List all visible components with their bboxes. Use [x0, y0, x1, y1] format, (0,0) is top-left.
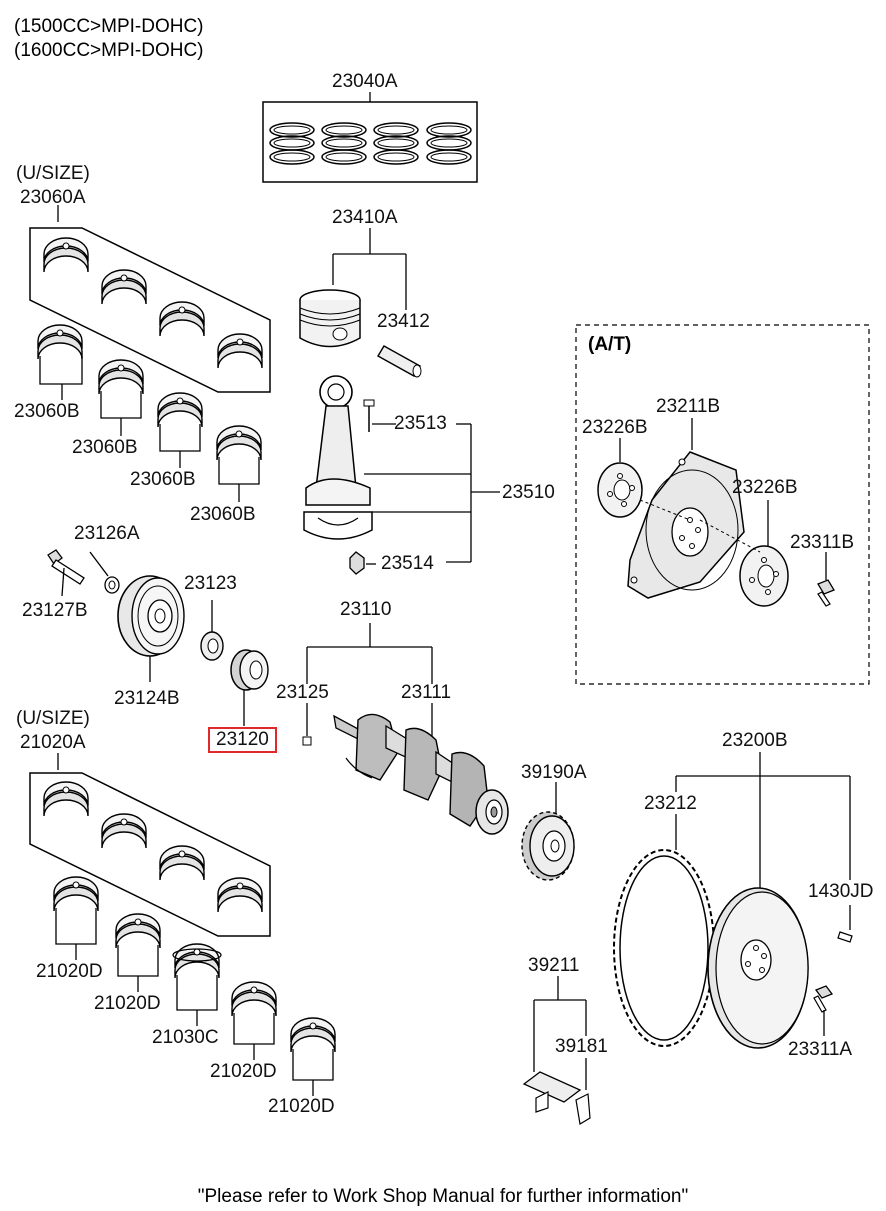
part-label-21020d-3[interactable]: 21020D — [210, 1061, 277, 1082]
main-bearing-set-upper[interactable] — [29, 205, 271, 393]
drive-plate-bolt[interactable] — [817, 552, 835, 607]
main-bearing-set-lower[interactable] — [29, 753, 271, 937]
connecting-rod[interactable] — [303, 375, 500, 575]
at-section-label: (A/T) — [588, 334, 632, 355]
part-label-1430jd[interactable]: 1430JD — [808, 881, 874, 902]
flywheel-assembly[interactable] — [675, 752, 851, 900]
part-label-23124b[interactable]: 23124B — [114, 688, 180, 709]
part-label-23226b-2[interactable]: 23226B — [732, 477, 798, 498]
part-label-23060b-1[interactable]: 23060B — [14, 401, 80, 422]
part-label-23513[interactable]: 23513 — [394, 413, 447, 434]
part-label-23410a[interactable]: 23410A — [332, 207, 398, 228]
part-label-21020d-2[interactable]: 21020D — [94, 993, 161, 1014]
adapter-plate-rear[interactable] — [699, 500, 789, 607]
part-label-21020d-1[interactable]: 21020D — [36, 961, 103, 982]
footer-note: "Please refer to Work Shop Manual for fu… — [197, 1186, 689, 1207]
pulley-bolt[interactable] — [47, 549, 85, 597]
usize-note-lower: (U/SIZE) — [16, 708, 90, 729]
part-label-23212[interactable]: 23212 — [644, 793, 697, 814]
part-label-23060b-2[interactable]: 23060B — [72, 437, 138, 458]
part-label-21020d-4[interactable]: 21020D — [268, 1096, 335, 1117]
adapter-plate-front[interactable] — [597, 438, 691, 521]
part-label-23120-highlighted[interactable]: 23120 — [208, 727, 277, 753]
part-label-23040a[interactable]: 23040A — [332, 71, 398, 92]
bearing-shell-23060b[interactable] — [37, 324, 262, 502]
drive-plate[interactable] — [627, 418, 745, 599]
part-label-21020a[interactable]: 21020A — [20, 732, 86, 753]
part-label-23060b-3[interactable]: 23060B — [130, 469, 196, 490]
crankshaft-pulley[interactable] — [117, 575, 185, 682]
part-label-23060a[interactable]: 23060A — [20, 187, 86, 208]
ring-gear[interactable] — [613, 814, 715, 1047]
part-label-23123[interactable]: 23123 — [184, 573, 237, 594]
crankshaft-sprocket[interactable] — [230, 649, 269, 726]
pulley-washer[interactable] — [89, 551, 120, 594]
part-label-23200b[interactable]: 23200B — [722, 730, 788, 751]
at-section-box — [575, 324, 870, 685]
bearing-shell-21020d[interactable] — [53, 876, 336, 1096]
usize-note-upper: (U/SIZE) — [16, 163, 90, 184]
part-label-39181[interactable]: 39181 — [555, 1036, 608, 1057]
part-label-23226b-1[interactable]: 23226B — [582, 417, 648, 438]
piston-ring-set[interactable] — [262, 92, 478, 183]
piston-pin[interactable] — [377, 345, 422, 378]
engine-spec-line-1: (1500CC>MPI-DOHC) — [14, 16, 204, 37]
engine-spec-line-2: (1600CC>MPI-DOHC) — [14, 40, 204, 61]
part-label-23412[interactable]: 23412 — [377, 311, 430, 332]
part-label-23127b[interactable]: 23127B — [22, 600, 88, 621]
part-label-39190a[interactable]: 39190A — [521, 762, 587, 783]
part-label-23311a[interactable]: 23311A — [788, 1039, 853, 1060]
flywheel[interactable] — [707, 887, 809, 1049]
part-label-39211[interactable]: 39211 — [528, 955, 580, 976]
thrust-bearing-shell[interactable] — [172, 943, 222, 1026]
part-label-23311b[interactable]: 23311B — [790, 532, 855, 553]
part-label-23060b-4[interactable]: 23060B — [190, 504, 256, 525]
part-label-23211b[interactable]: 23211B — [656, 396, 721, 417]
crank-washer[interactable] — [200, 600, 224, 661]
part-label-23126a[interactable]: 23126A — [74, 523, 140, 544]
sensor-bracket[interactable] — [522, 976, 591, 1125]
part-label-23125[interactable]: 23125 — [276, 682, 329, 703]
part-label-23510[interactable]: 23510 — [502, 482, 555, 503]
crankshaft-position-wheel[interactable] — [521, 782, 575, 881]
piston[interactable] — [299, 228, 407, 348]
crankshaft-assembly[interactable] — [302, 623, 509, 835]
part-label-21030c[interactable]: 21030C — [152, 1027, 219, 1048]
dowel-pin-1430jd[interactable] — [837, 905, 853, 943]
flywheel-bolt[interactable] — [813, 985, 834, 1036]
part-label-23110[interactable]: 23110 — [340, 599, 392, 620]
part-label-23111[interactable]: 23111 — [401, 682, 452, 703]
part-label-23514[interactable]: 23514 — [381, 553, 434, 574]
